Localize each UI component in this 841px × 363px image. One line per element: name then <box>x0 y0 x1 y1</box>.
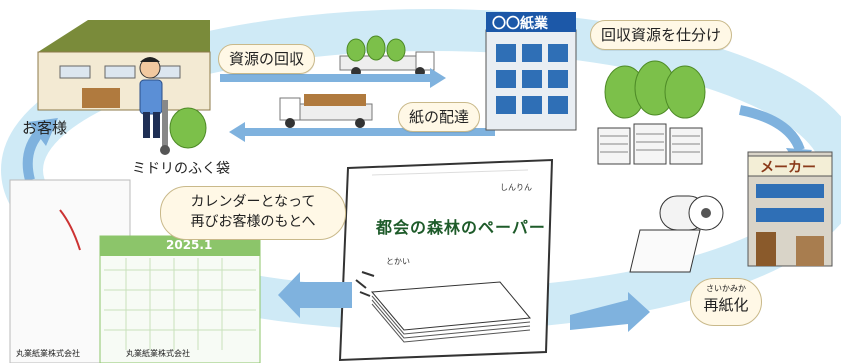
calendar-company-right: 丸業紙業株式会社 <box>126 349 190 358</box>
maker-building-icon <box>747 151 833 267</box>
paper-bales-icon <box>597 123 703 165</box>
collect-label: 資源の回収 <box>218 44 316 74</box>
company-sign: 〇〇紙業 <box>492 16 548 32</box>
warehouse-icon <box>37 20 211 111</box>
paper-stack-icon <box>370 281 531 343</box>
calendar-image <box>9 179 261 363</box>
sorted-bags-icon <box>604 60 706 119</box>
repulp-ruby: さいかみか <box>706 284 746 293</box>
poster-paper <box>338 158 554 362</box>
logo-ruby-shinrin: しんりん <box>500 183 532 192</box>
calendar-company-left: 丸業紙業株式会社 <box>16 349 80 358</box>
repulp-arrow <box>570 292 650 332</box>
logo-ruby-tokai: とかい <box>386 257 410 266</box>
to-maker-arrow <box>738 105 805 152</box>
calendar-caption-bubble: カレンダーとなって 再びお客様のもとへ <box>160 186 346 240</box>
sort-label: 回収資源を仕分け <box>590 20 733 50</box>
delivery-label: 紙の配達 <box>398 102 481 132</box>
green-bag-icon <box>169 107 207 149</box>
repulp-badge: さいかみか 再紙化 <box>690 278 762 326</box>
to-calendar-arrow <box>278 272 352 318</box>
green-bag-label: ミドリのふく袋 <box>132 161 230 177</box>
calendar-caption-line1: カレンダーとなって <box>190 194 316 210</box>
truck-bags-icon <box>339 35 435 77</box>
company-building-icon <box>485 12 577 131</box>
deliver-arrow <box>229 122 495 142</box>
logo-title: 都会の森林のペーパー <box>376 218 546 237</box>
worker-icon <box>139 57 207 155</box>
truck-paper-icon <box>279 94 373 128</box>
maker-sign: メーカー <box>760 160 816 176</box>
customer-label: お客様 <box>22 119 68 137</box>
calendar-year-month: 2025.1 <box>166 238 213 252</box>
collect-arrow <box>220 68 446 88</box>
paper-roll-machine-icon <box>629 195 724 273</box>
repulp-label: 再紙化 <box>703 296 749 314</box>
calendar-caption-line2: 再びお客様のもとへ <box>190 214 316 230</box>
